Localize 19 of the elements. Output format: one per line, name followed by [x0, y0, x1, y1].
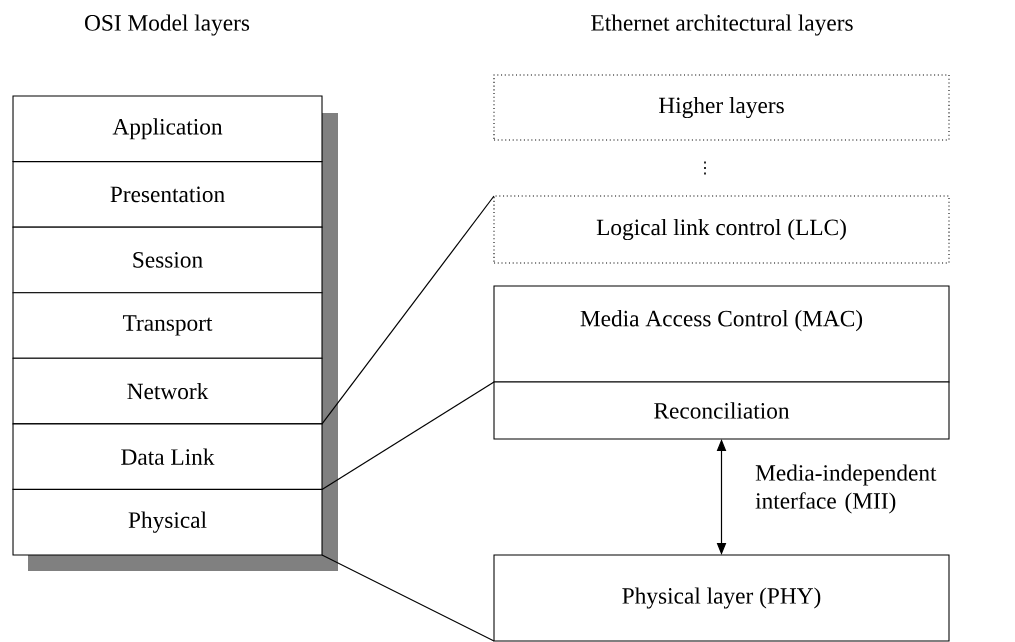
layer-cell: Transport	[12, 292, 323, 359]
edge-label: Media-independent interface (MII)	[755, 464, 937, 514]
layer-box: Reconciliation	[493, 381, 950, 440]
layer-cell: Session	[12, 226, 323, 294]
layer-cell: Network	[12, 357, 323, 425]
layer-box: Higher layers	[493, 74, 950, 141]
layer-cell: Physical	[12, 488, 323, 556]
layer-cell: Data Link	[12, 423, 323, 490]
layer-cell: Presentation	[12, 161, 323, 228]
vertical-ellipsis: ⋮	[704, 161, 706, 175]
layer-cell: Application	[12, 95, 323, 163]
connector-line	[321, 554, 495, 642]
connector-line	[321, 381, 495, 490]
column-title: Ethernet architectural layers	[591, 14, 853, 36]
layer-box: Media Access Control (MAC)	[493, 285, 950, 383]
layer-box: Physical layer (PHY)	[493, 554, 950, 642]
connector-line	[321, 195, 495, 425]
column-title: OSI Model layers	[85, 14, 250, 36]
layer-box: Logical link control (LLC)	[493, 195, 950, 264]
